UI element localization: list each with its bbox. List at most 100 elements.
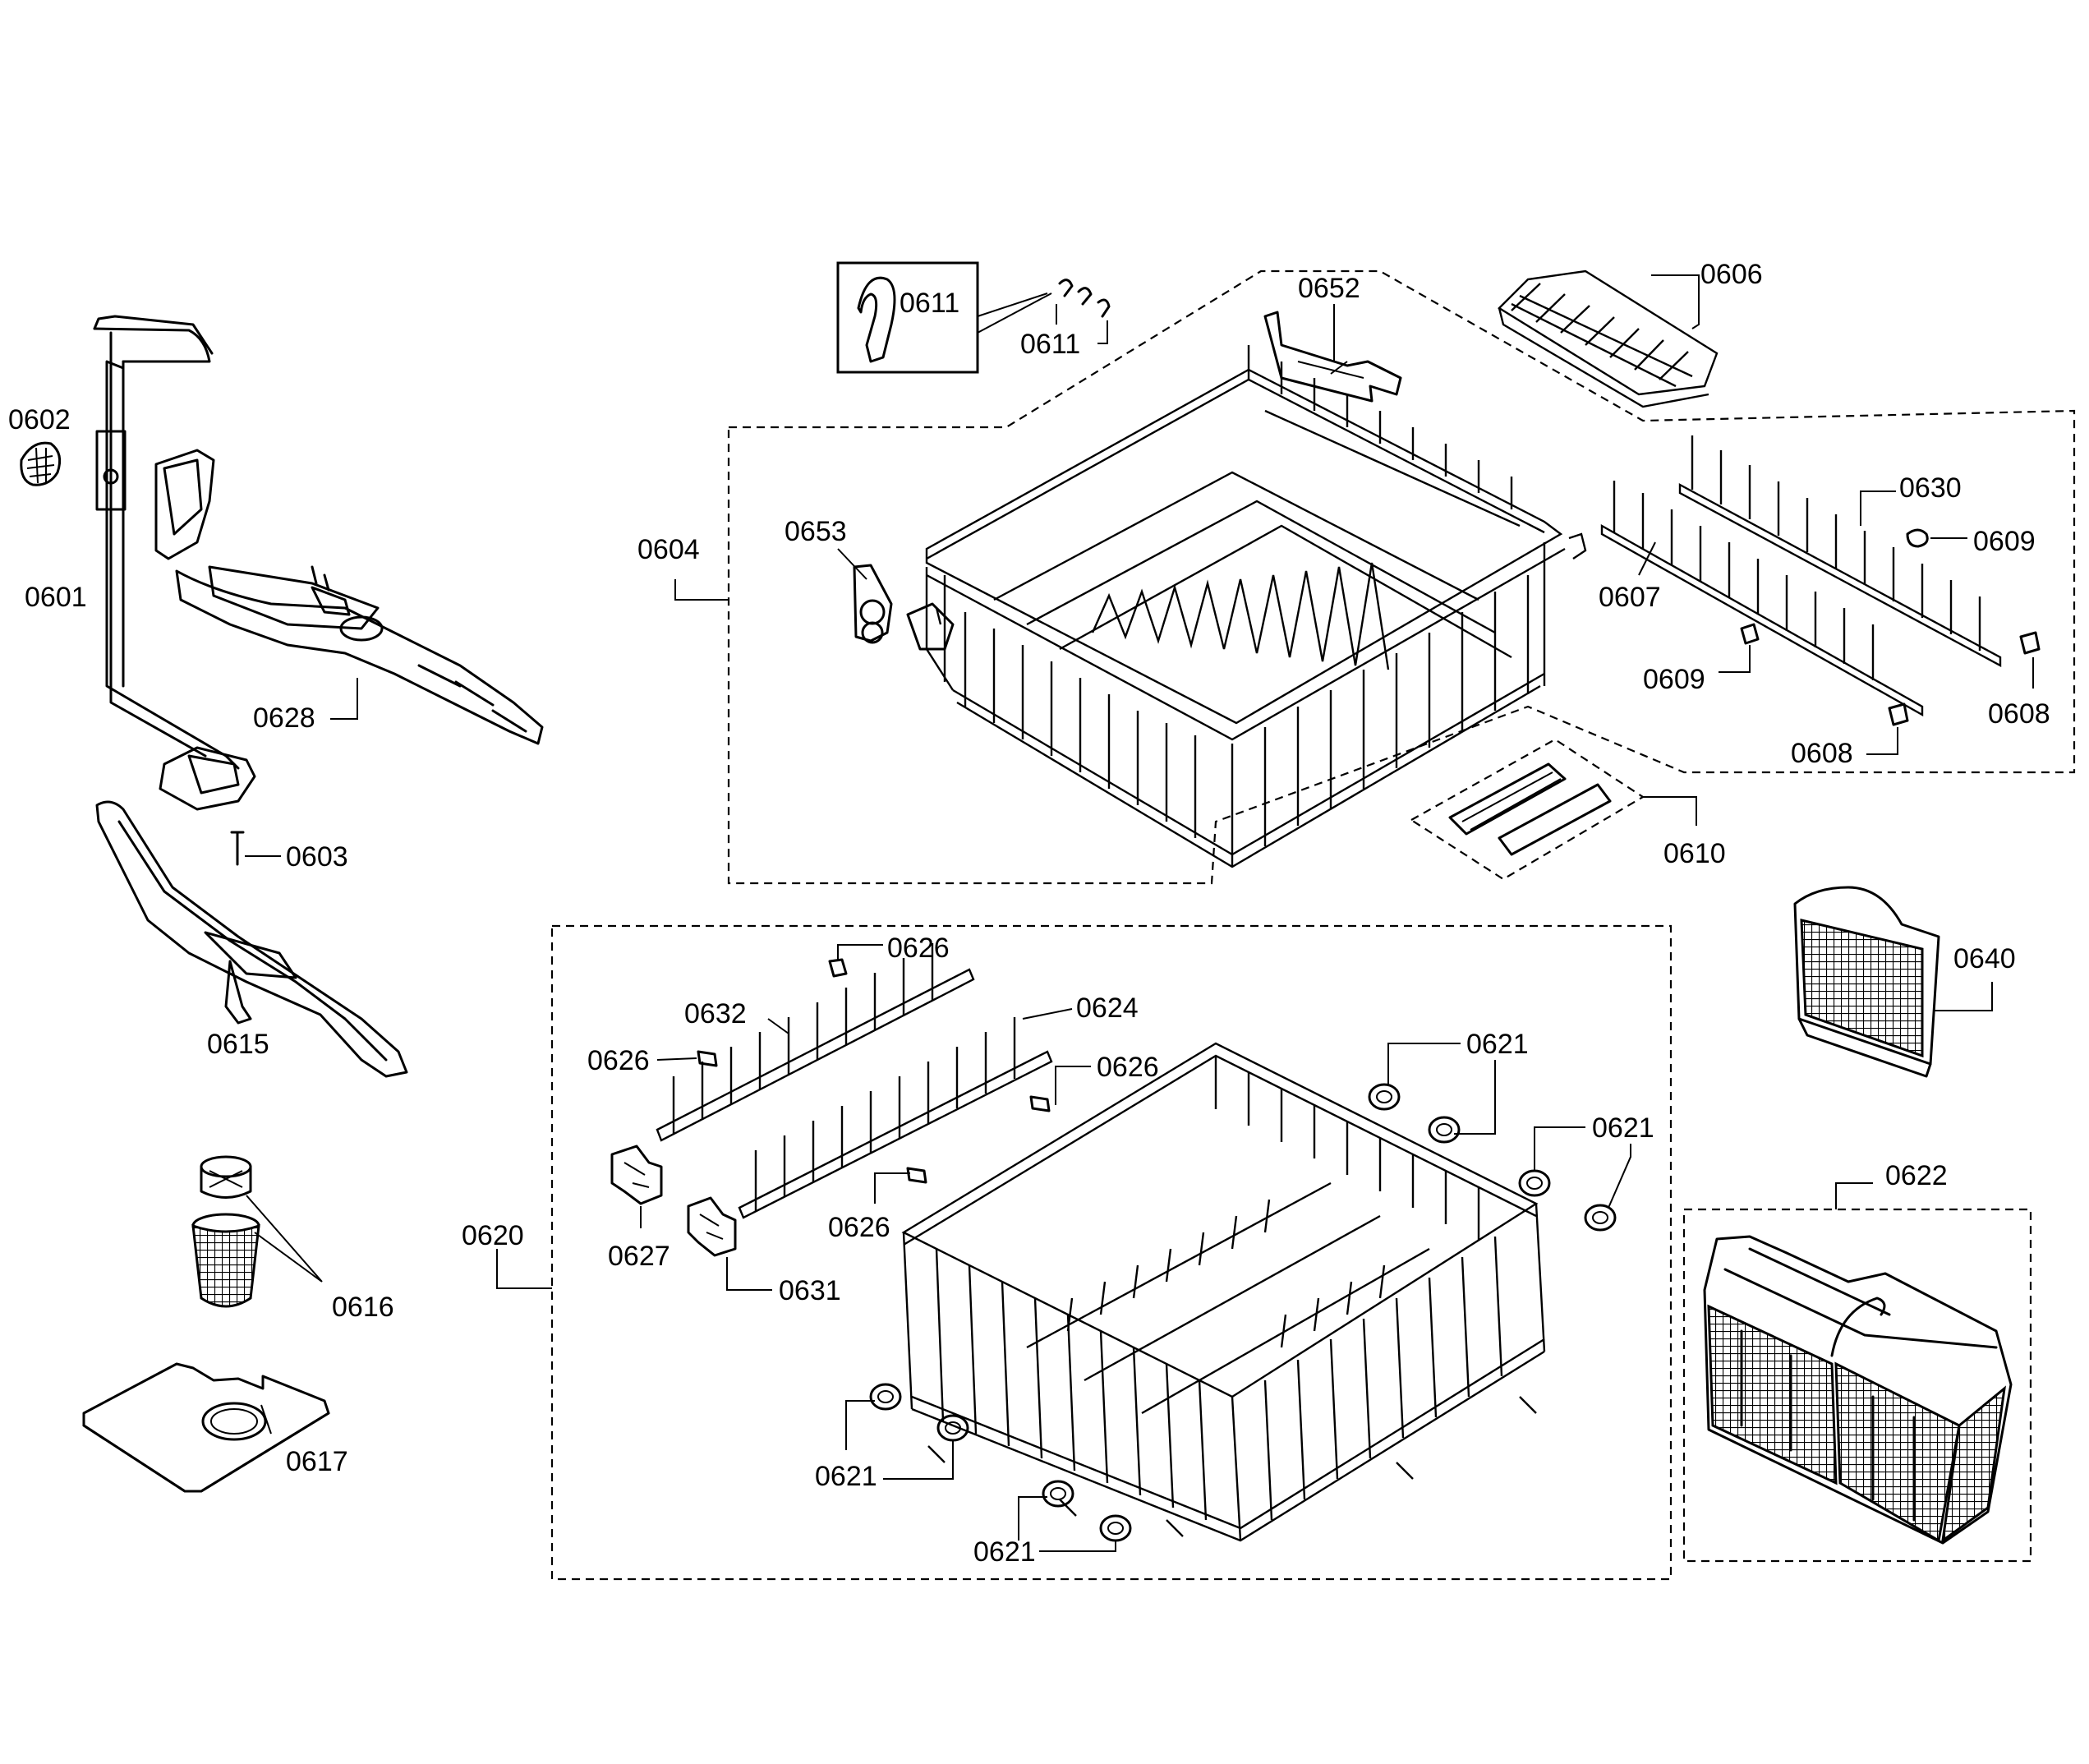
part-0607-tine-rack bbox=[1600, 481, 1924, 717]
label-0632: 0632 bbox=[684, 998, 747, 1029]
label-0616: 0616 bbox=[332, 1292, 394, 1323]
label-0611-a: 0611 bbox=[900, 288, 959, 319]
label-0607: 0607 bbox=[1599, 582, 1661, 613]
part-0626-clip-c bbox=[1029, 1095, 1051, 1112]
label-0602: 0602 bbox=[8, 404, 71, 435]
leader-0608-b bbox=[1866, 727, 1898, 755]
part-0653-wheel bbox=[853, 564, 893, 644]
label-0626-b: 0626 bbox=[587, 1045, 650, 1076]
part-0624-tine-rack bbox=[738, 1017, 1053, 1219]
leader-0622 bbox=[1835, 1182, 1873, 1209]
part-0608-clip-b bbox=[1888, 702, 1909, 726]
part-0626-clip-b bbox=[697, 1050, 718, 1067]
part-0617-base-plate bbox=[82, 1362, 330, 1493]
label-0606: 0606 bbox=[1700, 259, 1763, 290]
label-0617: 0617 bbox=[286, 1446, 348, 1477]
label-0624: 0624 bbox=[1076, 993, 1139, 1024]
label-0621-d: 0621 bbox=[973, 1536, 1036, 1568]
leader-0621-a bbox=[1387, 1043, 1496, 1135]
leader-0624 bbox=[1022, 1008, 1073, 1020]
label-0626-c: 0626 bbox=[1097, 1052, 1159, 1083]
leader-0630 bbox=[1860, 491, 1896, 526]
box-0610 bbox=[1409, 738, 1645, 881]
leader-0620 bbox=[496, 1249, 552, 1289]
label-0630: 0630 bbox=[1899, 472, 1962, 504]
part-0626-clip-d bbox=[906, 1167, 927, 1184]
part-0610-handle bbox=[1448, 762, 1612, 856]
label-0615: 0615 bbox=[207, 1029, 269, 1060]
leader-0626-b bbox=[656, 1057, 697, 1061]
leader-0621-d bbox=[1018, 1496, 1116, 1552]
leader-0621-c bbox=[845, 1400, 954, 1480]
leader-0617 bbox=[260, 1404, 272, 1435]
part-0632-tine-rack bbox=[656, 943, 975, 1142]
box-0620-lower-rack-group bbox=[550, 924, 1673, 1581]
part-0621-wheels bbox=[869, 1083, 1617, 1542]
leader-0610 bbox=[1643, 796, 1697, 826]
part-0631-bracket bbox=[687, 1196, 737, 1257]
part-0640-basket bbox=[1793, 886, 1940, 1078]
part-0627-bracket bbox=[610, 1145, 663, 1205]
part-upper-basket bbox=[906, 345, 1587, 868]
part-0628-upper-spray-arm bbox=[154, 449, 544, 745]
label-0653: 0653 bbox=[785, 516, 847, 547]
leader-0616 bbox=[246, 1195, 323, 1283]
label-0604: 0604 bbox=[637, 534, 700, 565]
part-0626-clip-a bbox=[828, 958, 848, 978]
label-0640: 0640 bbox=[1953, 943, 2016, 974]
label-0621-c: 0621 bbox=[815, 1461, 877, 1492]
part-0611-hooks bbox=[1058, 279, 1111, 318]
part-0603-screw bbox=[230, 831, 245, 866]
leader-0611-hooks bbox=[1056, 304, 1108, 344]
label-0620: 0620 bbox=[462, 1220, 524, 1251]
label-0611-b: 0611 bbox=[1020, 329, 1080, 360]
part-lower-basket bbox=[901, 1042, 1546, 1542]
leader-0604 bbox=[674, 579, 729, 601]
leader-0611-box bbox=[977, 292, 1052, 334]
part-0615-lower-spray-arm bbox=[95, 800, 408, 1078]
leader-0653 bbox=[837, 548, 867, 580]
part-0622-cutlery-basket bbox=[1703, 1235, 2013, 1545]
label-0621-b: 0621 bbox=[1592, 1112, 1654, 1144]
box-0611 bbox=[836, 261, 979, 374]
leader-0626-c bbox=[1055, 1066, 1091, 1105]
label-0609-b: 0609 bbox=[1643, 664, 1705, 695]
leader-0621-b bbox=[1534, 1126, 1631, 1209]
part-0609-clip-b bbox=[1740, 623, 1760, 645]
part-0601-supply-tube bbox=[93, 315, 256, 811]
box-0604-upper-rack-group bbox=[727, 269, 2076, 885]
label-0601: 0601 bbox=[25, 582, 87, 613]
part-0652-bracket bbox=[1263, 311, 1402, 403]
leader-0632 bbox=[767, 1018, 789, 1034]
part-0630-tine-rack bbox=[1678, 435, 2002, 668]
label-0631: 0631 bbox=[779, 1275, 841, 1306]
leader-0626-a bbox=[837, 944, 883, 960]
label-0609-a: 0609 bbox=[1973, 526, 2036, 557]
part-0611-clip bbox=[857, 276, 896, 363]
label-0652: 0652 bbox=[1298, 273, 1360, 304]
leader-0628 bbox=[330, 678, 358, 720]
label-0626-d: 0626 bbox=[828, 1212, 890, 1243]
part-0602-cap bbox=[20, 441, 62, 486]
box-0622 bbox=[1682, 1208, 2032, 1563]
label-0603: 0603 bbox=[286, 841, 348, 873]
part-0608-clip-a bbox=[2019, 631, 2041, 655]
label-0608-b: 0608 bbox=[1791, 738, 1853, 769]
label-0627: 0627 bbox=[608, 1241, 670, 1272]
label-0622: 0622 bbox=[1885, 1160, 1948, 1191]
leader-0626-d bbox=[874, 1172, 910, 1204]
leader-0606 bbox=[1651, 274, 1700, 329]
leader-0607 bbox=[1638, 541, 1656, 576]
label-0610: 0610 bbox=[1663, 838, 1726, 869]
part-0606-cup-shelf bbox=[1498, 269, 1719, 408]
leader-0631 bbox=[726, 1257, 772, 1291]
label-0621-a: 0621 bbox=[1466, 1029, 1529, 1060]
part-0616-filter bbox=[191, 1155, 260, 1308]
label-0608-a: 0608 bbox=[1988, 698, 2050, 730]
label-0626-a: 0626 bbox=[887, 933, 950, 964]
leader-0609-b bbox=[1719, 645, 1751, 673]
label-0628: 0628 bbox=[253, 702, 315, 734]
leader-0640 bbox=[1935, 982, 1993, 1011]
part-0609-clip-a bbox=[1906, 528, 1929, 548]
